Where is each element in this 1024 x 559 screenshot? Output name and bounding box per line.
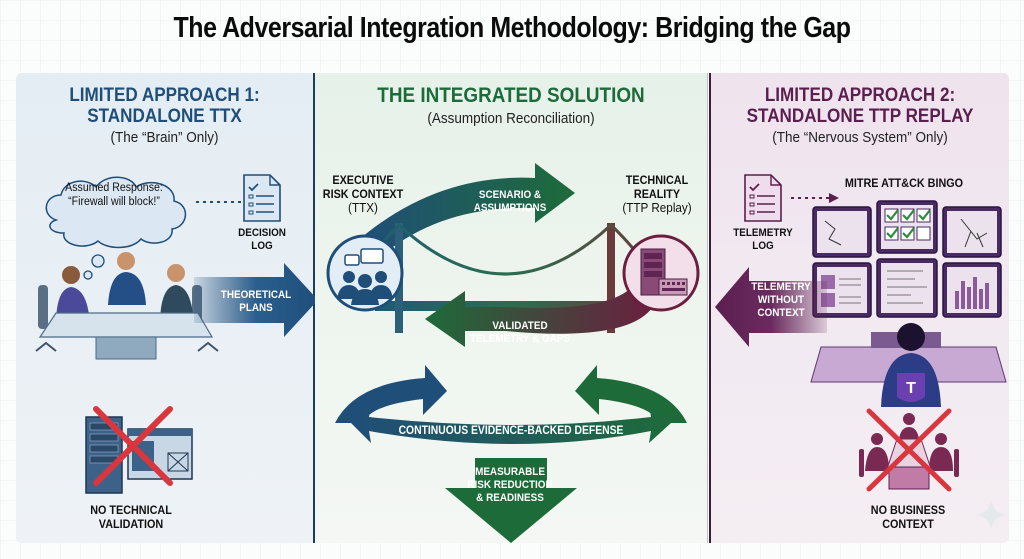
thought-line2: “Firewall will block!” [68,196,160,208]
left-heading-line1: LIMITED APPROACH 1: [69,85,260,106]
twc-line1: TELEMETRY [751,281,811,293]
continuous-cycle-arrows [335,365,687,543]
thought-text: Assumed Response: “Firewall will block!” [50,181,179,209]
bingo-cell [900,208,915,223]
scenario-assumptions-label: SCENARIO & ASSUMPTIONS [461,189,560,215]
tech-line2: REALITY [633,187,681,201]
validated-telemetry-label: VALIDATED TELEMETRY & GAPS [462,320,579,346]
bingo-cell [884,208,899,223]
validated-line1: VALIDATED [492,320,548,332]
validated-line2: TELEMETRY & GAPS [469,333,571,345]
bingo-cell [916,226,931,241]
twc-line2: WITHOUT [757,294,805,306]
telemetry-without-context-label: TELEMETRY WITHOUT CONTEXT [745,281,817,320]
measurable-outcome-label: MEASURABLE RISK REDUCTION & READINESS [461,466,560,505]
bingo-cell [900,226,915,241]
theoretical-plans-label: THEORETICAL PLANS [220,289,292,315]
check-icon [918,209,931,221]
telemetry-log-icon [744,174,782,222]
panel-integrated-solution: THE INTEGRATED SOLUTION (Assumption Reco… [315,73,708,543]
no-technical-validation-label: NO TECHNICAL VALIDATION [82,503,181,531]
no-business-line1: NO BUSINESS [870,503,946,517]
twc-line3: CONTEXT [757,307,805,319]
decision-log-line1: DECISION [238,227,286,239]
panel-standalone-ttp-replay: LIMITED APPROACH 2: STANDALONE TTP REPLA… [709,73,1009,543]
executive-risk-context-label: EXECUTIVE RISK CONTEXT (TTX) [322,173,405,215]
exec-line3: (TTX) [348,200,378,215]
outcome-line3: & READINESS [476,492,544,504]
server-crossed-icon [85,406,193,494]
return-arrow [425,283,655,347]
right-heading-line1: LIMITED APPROACH 2: [764,85,956,106]
theoretical-plans-line1: THEORETICAL [220,289,292,301]
mitre-bingo-label: MITRE ATT&CK BINGO [844,176,964,190]
right-subheading: (The “Nervous System” Only) [772,129,948,146]
panel-standalone-ttx: LIMITED APPROACH 1: STANDALONE TTX (The … [16,73,318,543]
exec-line1: EXECUTIVE [332,173,394,187]
continuous-defense-label: CONTINUOUS EVIDENCE-BACKED DEFENSE [398,425,624,437]
monitor-wall-illustration: T [810,200,1007,407]
right-heading-line2: STANDALONE TTP REPLAY [746,106,974,127]
scenario-arrow [355,163,575,253]
middle-heading: THE INTEGRATED SOLUTION [377,84,645,107]
left-heading-line2: STANDALONE TTX [87,106,242,127]
no-technical-line2: VALIDATION [98,517,164,531]
outcome-line1: MEASURABLE [475,466,545,478]
exec-line2: RISK CONTEXT [322,187,404,201]
telemetry-without-context-arrow [715,267,827,347]
check-icon [886,227,899,239]
no-business-line2: CONTEXT [882,517,934,531]
bingo-cell [916,208,931,223]
right-heading: LIMITED APPROACH 2: STANDALONE TTP REPLA… [726,85,994,127]
scenario-line1: SCENARIO & [478,189,542,201]
technical-server-icon [622,234,700,312]
svg-text:T: T [906,380,916,397]
technical-reality-label: TECHNICAL REALITY (TTP Replay) [612,173,702,215]
decision-log-label: DECISION LOG [235,227,289,253]
tech-line3: (TTP Replay) [622,200,692,215]
outcome-line2: RISK REDUCTION [467,479,553,491]
decision-log-line2: LOG [251,240,273,252]
sparkle-icon [976,500,1006,530]
theoretical-plans-line2: PLANS [239,302,273,314]
dotted-arrow-icon [791,193,839,203]
no-technical-line1: NO TECHNICAL [90,503,172,517]
thought-line1: Assumed Response: [65,182,163,194]
boardroom-crossed-icon [859,408,959,492]
left-heading: LIMITED APPROACH 1: STANDALONE TTX [31,85,298,127]
no-business-context-label: NO BUSINESS CONTEXT [859,503,958,531]
scenario-line2: ASSUMPTIONS [473,202,547,214]
telemetry-log-line2: LOG [752,240,774,252]
bingo-grid [884,208,931,241]
bridge-deck [375,301,645,311]
tech-line1: TECHNICAL [625,173,689,187]
left-subheading: (The “Brain” Only) [110,129,219,146]
decision-log-icon [243,174,281,222]
page-title: The Adversarial Integration Methodology:… [173,12,851,44]
telemetry-log-line1: TELEMETRY [733,227,793,239]
bingo-cell [884,226,899,241]
telemetry-log-label: TELEMETRY LOG [729,227,797,253]
check-icon [886,209,899,221]
middle-subheading: (Assumption Reconciliation) [427,110,595,127]
executive-team-icon [326,234,404,312]
thought-cloud-icon [45,176,187,280]
theoretical-plans-arrow [194,263,318,337]
check-icon [902,209,915,221]
check-icon [902,227,915,239]
